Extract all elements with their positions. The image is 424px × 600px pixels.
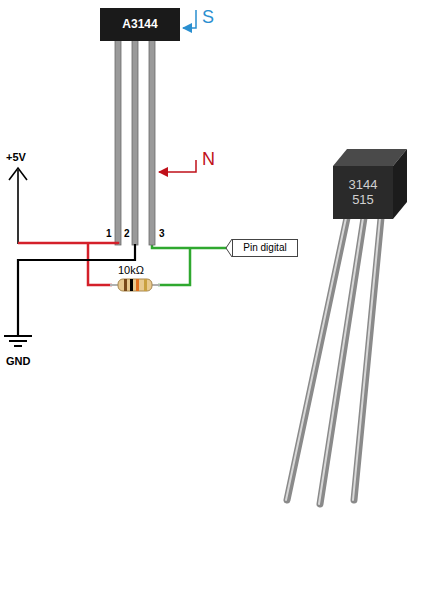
sensor-photo-body: 3144 515 <box>333 166 393 219</box>
pin-legs <box>115 40 155 245</box>
pole-label: S <box>202 8 214 26</box>
ground-symbol <box>4 336 32 346</box>
node-text: 3144 515 <box>343 178 383 208</box>
pin-number: 3 <box>159 229 165 239</box>
resistor-value: 10kΩ <box>118 265 144 276</box>
ground-label: GND <box>6 356 30 367</box>
supply-symbol <box>9 168 27 244</box>
sensor-body: A3144 <box>100 8 180 41</box>
sensor-photo <box>286 149 407 504</box>
south-pointer <box>183 10 196 28</box>
pullup-wire <box>88 243 112 285</box>
output-pin-label: Pin digital <box>232 239 298 257</box>
pole-label: N <box>202 150 215 168</box>
signal-wire <box>152 41 232 248</box>
supply-wire <box>18 243 118 244</box>
ground-wire <box>18 244 135 336</box>
pin-number: 1 <box>106 229 112 239</box>
resistor-symbol <box>110 279 160 291</box>
pin-number: 2 <box>124 229 130 239</box>
supply-label: +5V <box>6 152 26 163</box>
north-pointer <box>159 160 196 172</box>
node-text: A3144 <box>122 18 157 32</box>
node-text: Pin digital <box>243 242 286 254</box>
output-pullup-wire <box>158 248 190 285</box>
